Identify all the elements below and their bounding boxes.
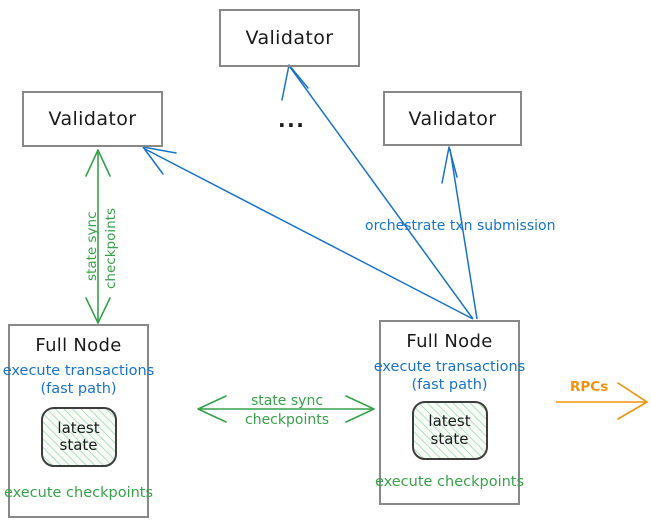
fullnode-box-right[interactable]: Full Node execute transactions (fast pat… — [374, 320, 525, 505]
fullnode-box-left[interactable]: Full Node execute transactions (fast pat… — [3, 324, 154, 518]
fullnode-execute-checkpoints-label: execute checkpoints — [3, 485, 154, 502]
edge-label-vertical-state-sync-line1: state sync — [84, 211, 100, 282]
latest-state-line1: latest — [57, 418, 100, 437]
edge-label-horizontal-state-sync-line1: state sync — [250, 393, 324, 409]
fullnode-execute-checkpoints-label: execute checkpoints — [374, 474, 525, 491]
latest-state-line2: state — [430, 429, 469, 448]
edge-label-rpcs: RPCs — [570, 379, 609, 395]
latest-state-box[interactable]: latest state — [411, 401, 488, 461]
validator-label: Validator — [408, 107, 497, 130]
validator-label: Validator — [245, 27, 334, 49]
fullnode-fastpath-text: execute transactions (fast path) — [374, 359, 526, 394]
fullnode-fastpath-line1: execute transactions — [373, 359, 526, 375]
validator-label: Validator — [48, 108, 137, 130]
edge-label-horizontal-state-sync: state sync checkpoints — [232, 392, 342, 430]
fullnode-fastpath-text: execute transactions (fast path) — [3, 363, 155, 398]
latest-state-box[interactable]: latest state — [40, 407, 117, 468]
validator-box-top[interactable]: Validator — [219, 9, 360, 67]
fullnode-title: Full Node — [35, 335, 122, 356]
latest-state-line2: state — [59, 436, 98, 455]
fullnode-fastpath-line1: execute transactions — [2, 363, 155, 379]
fullnode-title: Full Node — [406, 331, 493, 352]
fullnode-fastpath-line2: (fast path) — [40, 380, 117, 397]
latest-state-line1: latest — [428, 412, 471, 431]
validator-box-right[interactable]: Validator — [383, 91, 522, 146]
edge-label-horizontal-state-sync-line2: checkpoints — [245, 411, 329, 428]
validators-ellipsis: ... — [278, 108, 306, 132]
edge-label-orchestrate: orchestrate txn submission — [365, 218, 556, 234]
fullnode-fastpath-line2: (fast path) — [411, 376, 488, 393]
validator-box-left[interactable]: Validator — [22, 91, 163, 147]
edge-label-vertical-state-sync-line2: checkpoints — [103, 208, 119, 289]
